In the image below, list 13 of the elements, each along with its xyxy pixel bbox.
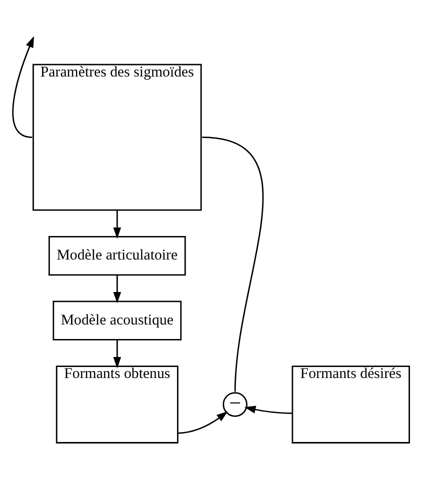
arrow [113, 210, 122, 238]
arrow [113, 339, 122, 368]
node-circle: − [222, 392, 248, 416]
arrow [178, 410, 228, 434]
node-box: Paramètres des sigmoïdes [32, 63, 202, 210]
node-box: Modèle acoustique [52, 300, 182, 340]
connector [202, 136, 264, 392]
arrow [12, 36, 34, 138]
node-box: Modèle articulatoire [48, 235, 186, 276]
node-box: Formants désirés [292, 365, 410, 443]
arrow [244, 405, 292, 414]
node-box: Formants obtenus [56, 365, 178, 443]
arrow [113, 274, 122, 303]
